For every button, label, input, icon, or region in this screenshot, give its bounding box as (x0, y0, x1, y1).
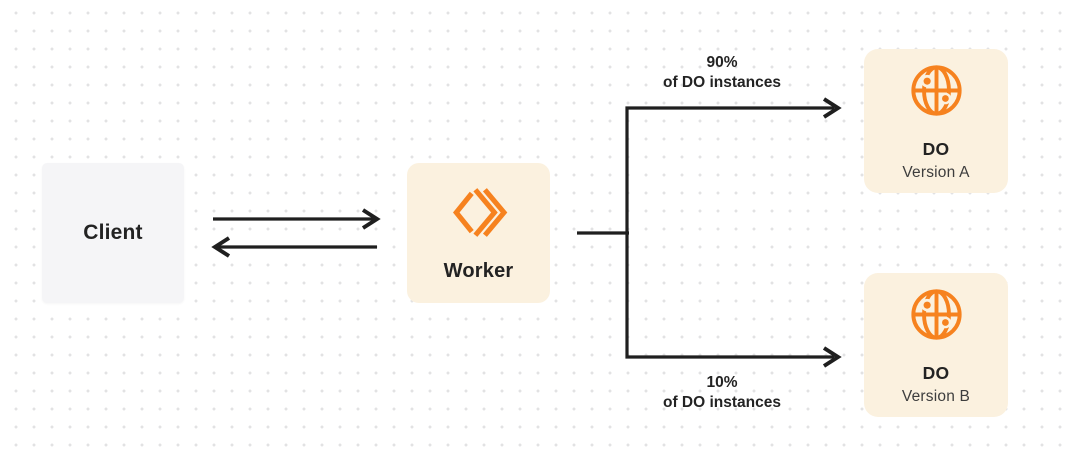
top-branch-caption: of DO instances (663, 74, 781, 91)
worker-node: Worker (407, 163, 550, 303)
client-node: Client (42, 163, 184, 303)
arrowhead-to-do-b (822, 346, 842, 368)
worker-to-client-arrow (211, 236, 377, 258)
bottom-branch-caption: of DO instances (663, 394, 781, 411)
arrowhead-to-do-a (822, 97, 842, 119)
do-a-title: DO (922, 139, 950, 159)
client-label: Client (83, 221, 143, 244)
top-branch-percent: 90% (706, 54, 738, 71)
do-b-subtitle: Version B (901, 388, 971, 405)
worker-label: Worker (443, 260, 514, 282)
durable-object-globe-icon (910, 65, 962, 116)
workers-chevron-icon (452, 188, 507, 237)
do-version-a-node: DO Version A (864, 49, 1008, 193)
client-to-worker-arrow (213, 208, 381, 230)
branch-split-lines (625, 106, 834, 359)
do-a-subtitle: Version A (902, 164, 970, 181)
do-version-b-node: DO Version B (864, 273, 1008, 417)
top-branch-label: 90% of DO instances (612, 53, 832, 93)
durable-object-globe-icon (910, 289, 962, 340)
bottom-branch-label: 10% of DO instances (612, 373, 832, 413)
do-b-title: DO (922, 363, 950, 383)
bottom-branch-percent: 10% (706, 374, 738, 391)
